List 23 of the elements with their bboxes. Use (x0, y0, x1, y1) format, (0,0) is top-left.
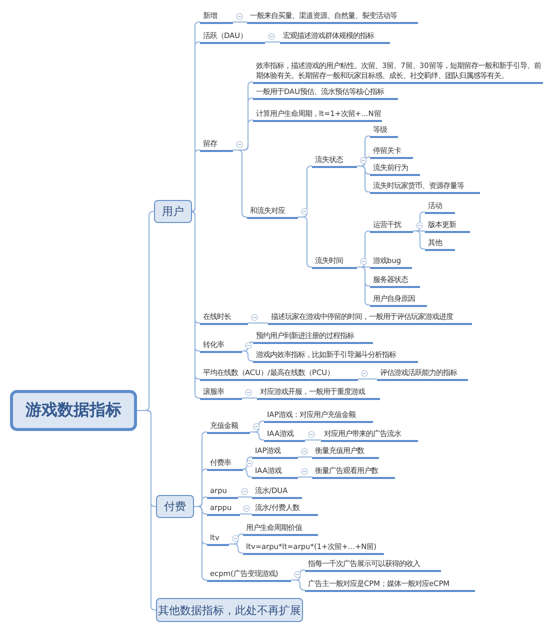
connector-line (356, 166, 370, 192)
connector-line (242, 350, 254, 362)
connector-line (356, 266, 370, 306)
connector-line (228, 544, 244, 554)
connector-line (194, 506, 208, 580)
connector-line (298, 476, 312, 478)
connector-line (136, 410, 156, 610)
topic-box: 用户 (154, 200, 192, 223)
connector-line (238, 496, 252, 498)
connector-line (412, 230, 426, 250)
connector-line (298, 216, 312, 268)
connector-line (358, 378, 378, 380)
connector-line (298, 456, 312, 458)
connector-line (248, 322, 268, 324)
connector-line (250, 432, 264, 440)
connector-line (242, 468, 252, 478)
connector-line (290, 580, 306, 590)
central-topic-box: 游戏数据指标 (10, 390, 137, 431)
connector-line (242, 456, 252, 470)
topic-box: 付费 (156, 495, 194, 518)
connector-line (232, 150, 248, 218)
topic-box: 其他数据指标，此处不再扩展 (156, 598, 303, 622)
connector-line (190, 150, 200, 212)
